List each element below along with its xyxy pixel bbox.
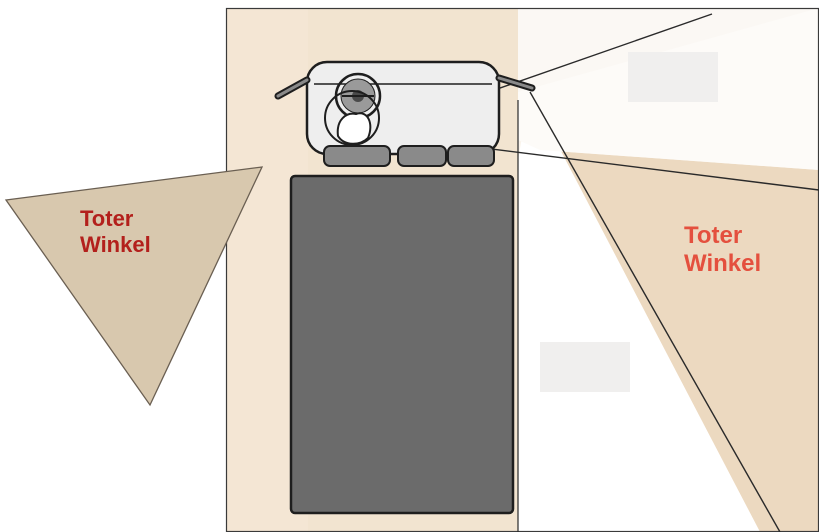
passenger-seat-1	[397, 145, 447, 167]
truck-cargo-body	[289, 174, 515, 515]
passenger-seat-2	[447, 145, 495, 167]
mirror-line-right	[529, 91, 781, 532]
redaction-box-top	[628, 52, 718, 102]
right-blind-zone	[530, 92, 819, 532]
redaction-box-middle	[540, 342, 630, 392]
left-blind-zone	[4, 166, 264, 407]
right-blind-spot-label: Toter Winkel	[684, 222, 762, 278]
steering-wheel-icon	[334, 72, 382, 120]
driver-seat	[323, 145, 391, 167]
left-blind-spot-label: Toter Winkel	[80, 206, 151, 257]
right-mirror-icon	[495, 74, 536, 92]
right-visible-area	[518, 92, 760, 532]
left-mirror-icon	[274, 76, 311, 100]
